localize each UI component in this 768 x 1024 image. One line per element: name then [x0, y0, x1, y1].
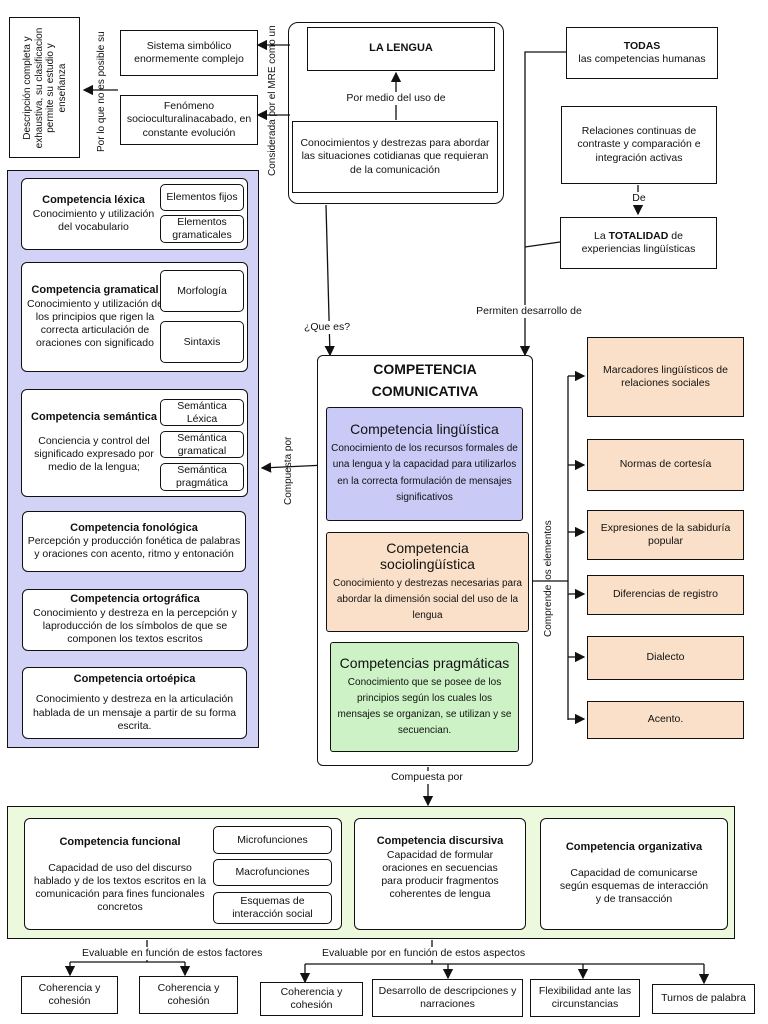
lexica-desc: Conocimiento y utilización del vocabular…	[32, 207, 155, 233]
todas-bold: TODAS	[623, 39, 661, 52]
semantica-desc: Conciencia y control del significado exp…	[34, 435, 154, 474]
semantica-lexica: Semántica Léxica	[160, 399, 244, 426]
right-item-marcadores: Marcadores lingüísticos de relaciones so…	[587, 337, 744, 417]
competencia-comunicativa-title: COMPETENCIA COMUNICATIVA	[371, 361, 479, 400]
ortoepica-box: Competencia ortoépica Conocimiento y des…	[22, 667, 247, 739]
discursiva-title: Competencia discursiva	[376, 835, 504, 847]
ortografica-box: Competencia ortográfica Conocimiento y d…	[22, 589, 248, 651]
funcional-text: Competencia funcional Capacidad de uso d…	[30, 836, 210, 914]
totalidad-text: La TOTALIDAD de experiencias lingüística…	[581, 229, 696, 255]
todas-box: TODAS las competencias humanas	[566, 27, 718, 79]
lexica-title: Competencia léxica	[42, 194, 145, 206]
right-item-cortesia: Normas de cortesía	[587, 439, 744, 491]
ortoepica-title: Competencia ortoépica	[73, 673, 196, 686]
pragmaticas-desc: Conocimiento que se posee de los princip…	[337, 677, 512, 737]
linguistica-box: Competencia lingüística Conocimiento de …	[326, 407, 523, 521]
funcional-title: Competencia funcional	[59, 836, 181, 848]
elementos-fijos: Elementos fijos	[160, 184, 244, 211]
totalidad-box: La TOTALIDAD de experiencias lingüística…	[560, 217, 717, 269]
lengua-label: LA LENGUA	[369, 42, 433, 55]
funcional-desc: Capacidad de uso del discurso hablado y …	[33, 861, 207, 914]
sociolinguistica-desc: Conocimiento y destrezas necesarias para…	[333, 578, 522, 622]
right-item-acento: Acento.	[587, 701, 744, 739]
por-medio-label: Por medio del uso de	[330, 92, 462, 106]
macrofunciones: Macrofunciones	[213, 859, 332, 886]
que-es-label: ¿Que es?	[300, 321, 354, 335]
right-item-sabiduria: Expresiones de la sabiduría popular	[587, 510, 744, 560]
leaf-coherencia-3: Coherencia y cohesión	[260, 982, 363, 1016]
considerada-label: Considerada por el MRE como un	[267, 25, 278, 176]
permiten-label: Permiten desarrollo de	[470, 305, 588, 319]
leaf-coherencia-2: Coherencia y cohesión	[139, 976, 238, 1014]
sistema-text: Sistema simbólico enormemente complejo	[134, 39, 244, 65]
de-label: De	[628, 192, 650, 206]
compuesta-por-left: Compuesta por	[283, 436, 294, 505]
ortografica-desc: Conocimiento y destreza en la percepción…	[33, 607, 237, 646]
relaciones-text: Relaciones continuas de contraste y comp…	[577, 125, 701, 164]
sociolinguistica-title: Competencia sociolingüística	[380, 539, 475, 572]
compuesta-por-bottom: Compuesta por	[382, 771, 472, 785]
relaciones-box: Relaciones continuas de contraste y comp…	[561, 106, 717, 184]
fonologica-box: Competencia fonológica Percepción y prod…	[22, 511, 246, 572]
lengua-box: LA LENGUA	[307, 27, 495, 71]
todas-rest: las competencias humanas	[578, 53, 706, 65]
fenomeno-box: Fenómeno socioculturalinacabado, en cons…	[120, 95, 258, 145]
fenomeno-text: Fenómeno socioculturalinacabado, en cons…	[126, 100, 252, 139]
organizativa-desc: Capacidad de comunicarse según esquemas …	[559, 867, 709, 906]
fonologica-desc: Percepción y producción fonética de pala…	[27, 535, 241, 561]
conocimientos-box: Conocimientos y destrezas para abordar l…	[292, 121, 498, 193]
gramatical-desc: Conocimiento y utilización de los princi…	[27, 297, 163, 349]
comprende-label: Comprende los elementos	[543, 520, 554, 637]
leaf-flexibilidad: Flexibilidad ante las circunstancias	[530, 979, 640, 1017]
evaluable-factores-label: Evaluable en función de estos factores	[82, 947, 282, 961]
descripcion-box: Descripción completa y exhaustiva, su cl…	[9, 17, 80, 158]
morfologia: Morfología	[160, 270, 244, 312]
esquemas-interaccion: Esquemas de interacción social	[213, 892, 332, 924]
microfunciones: Microfunciones	[213, 826, 332, 854]
descripcion-text: Descripción completa y exhaustiva, su cl…	[21, 27, 68, 148]
evaluable-aspectos-label: Evaluable por en función de estos aspect…	[322, 947, 544, 961]
organizativa-title: Competencia organizativa	[565, 841, 703, 854]
linguistica-title: Competencia lingüística	[350, 421, 499, 438]
sintaxis: Sintaxis	[160, 321, 244, 363]
pragmaticas-box: Competencias pragmáticas Conocimiento qu…	[330, 642, 519, 752]
discursiva-desc: Capacidad de formular oraciones en secue…	[381, 848, 499, 901]
pragmaticas-title: Competencias pragmáticas	[339, 654, 510, 671]
semantica-pragmatica: Semántica pragmática	[160, 463, 244, 491]
leaf-turnos: Turnos de palabra	[652, 984, 755, 1014]
sistema-box: Sistema simbólico enormemente complejo	[120, 30, 258, 76]
elementos-gramaticales: Elementos gramaticales	[160, 215, 244, 243]
por-lo-que-label: Por lo que no es posible su	[96, 31, 107, 152]
ortografica-title: Competencia ortográfica	[70, 593, 200, 606]
gramatical-title: Competencia gramatical	[31, 283, 159, 296]
leaf-coherencia-1: Coherencia y cohesión	[21, 976, 118, 1014]
semantica-gramatical: Semántica gramatical	[160, 431, 244, 458]
right-item-registro: Diferencias de registro	[587, 575, 744, 615]
conocimientos-text: Conocimientos y destrezas para abordar l…	[300, 137, 490, 176]
organizativa-box: Competencia organizativa Capacidad de co…	[540, 818, 728, 930]
right-item-dialecto: Dialecto	[587, 636, 744, 680]
linguistica-desc: Conocimiento de los recursos formales de…	[331, 442, 518, 504]
fonologica-title: Competencia fonológica	[70, 521, 198, 534]
leaf-descripciones: Desarrollo de descripciones y narracione…	[372, 979, 523, 1017]
discursiva-box: Competencia discursiva Capacidad de form…	[354, 818, 526, 930]
sociolinguistica-box: Competencia sociolingüística Conocimient…	[326, 532, 529, 632]
lengua-group	[288, 22, 504, 204]
semantica-title: Competencia semántica	[31, 411, 157, 424]
ortoepica-desc: Conocimiento y destreza en la articulaci…	[32, 693, 237, 732]
